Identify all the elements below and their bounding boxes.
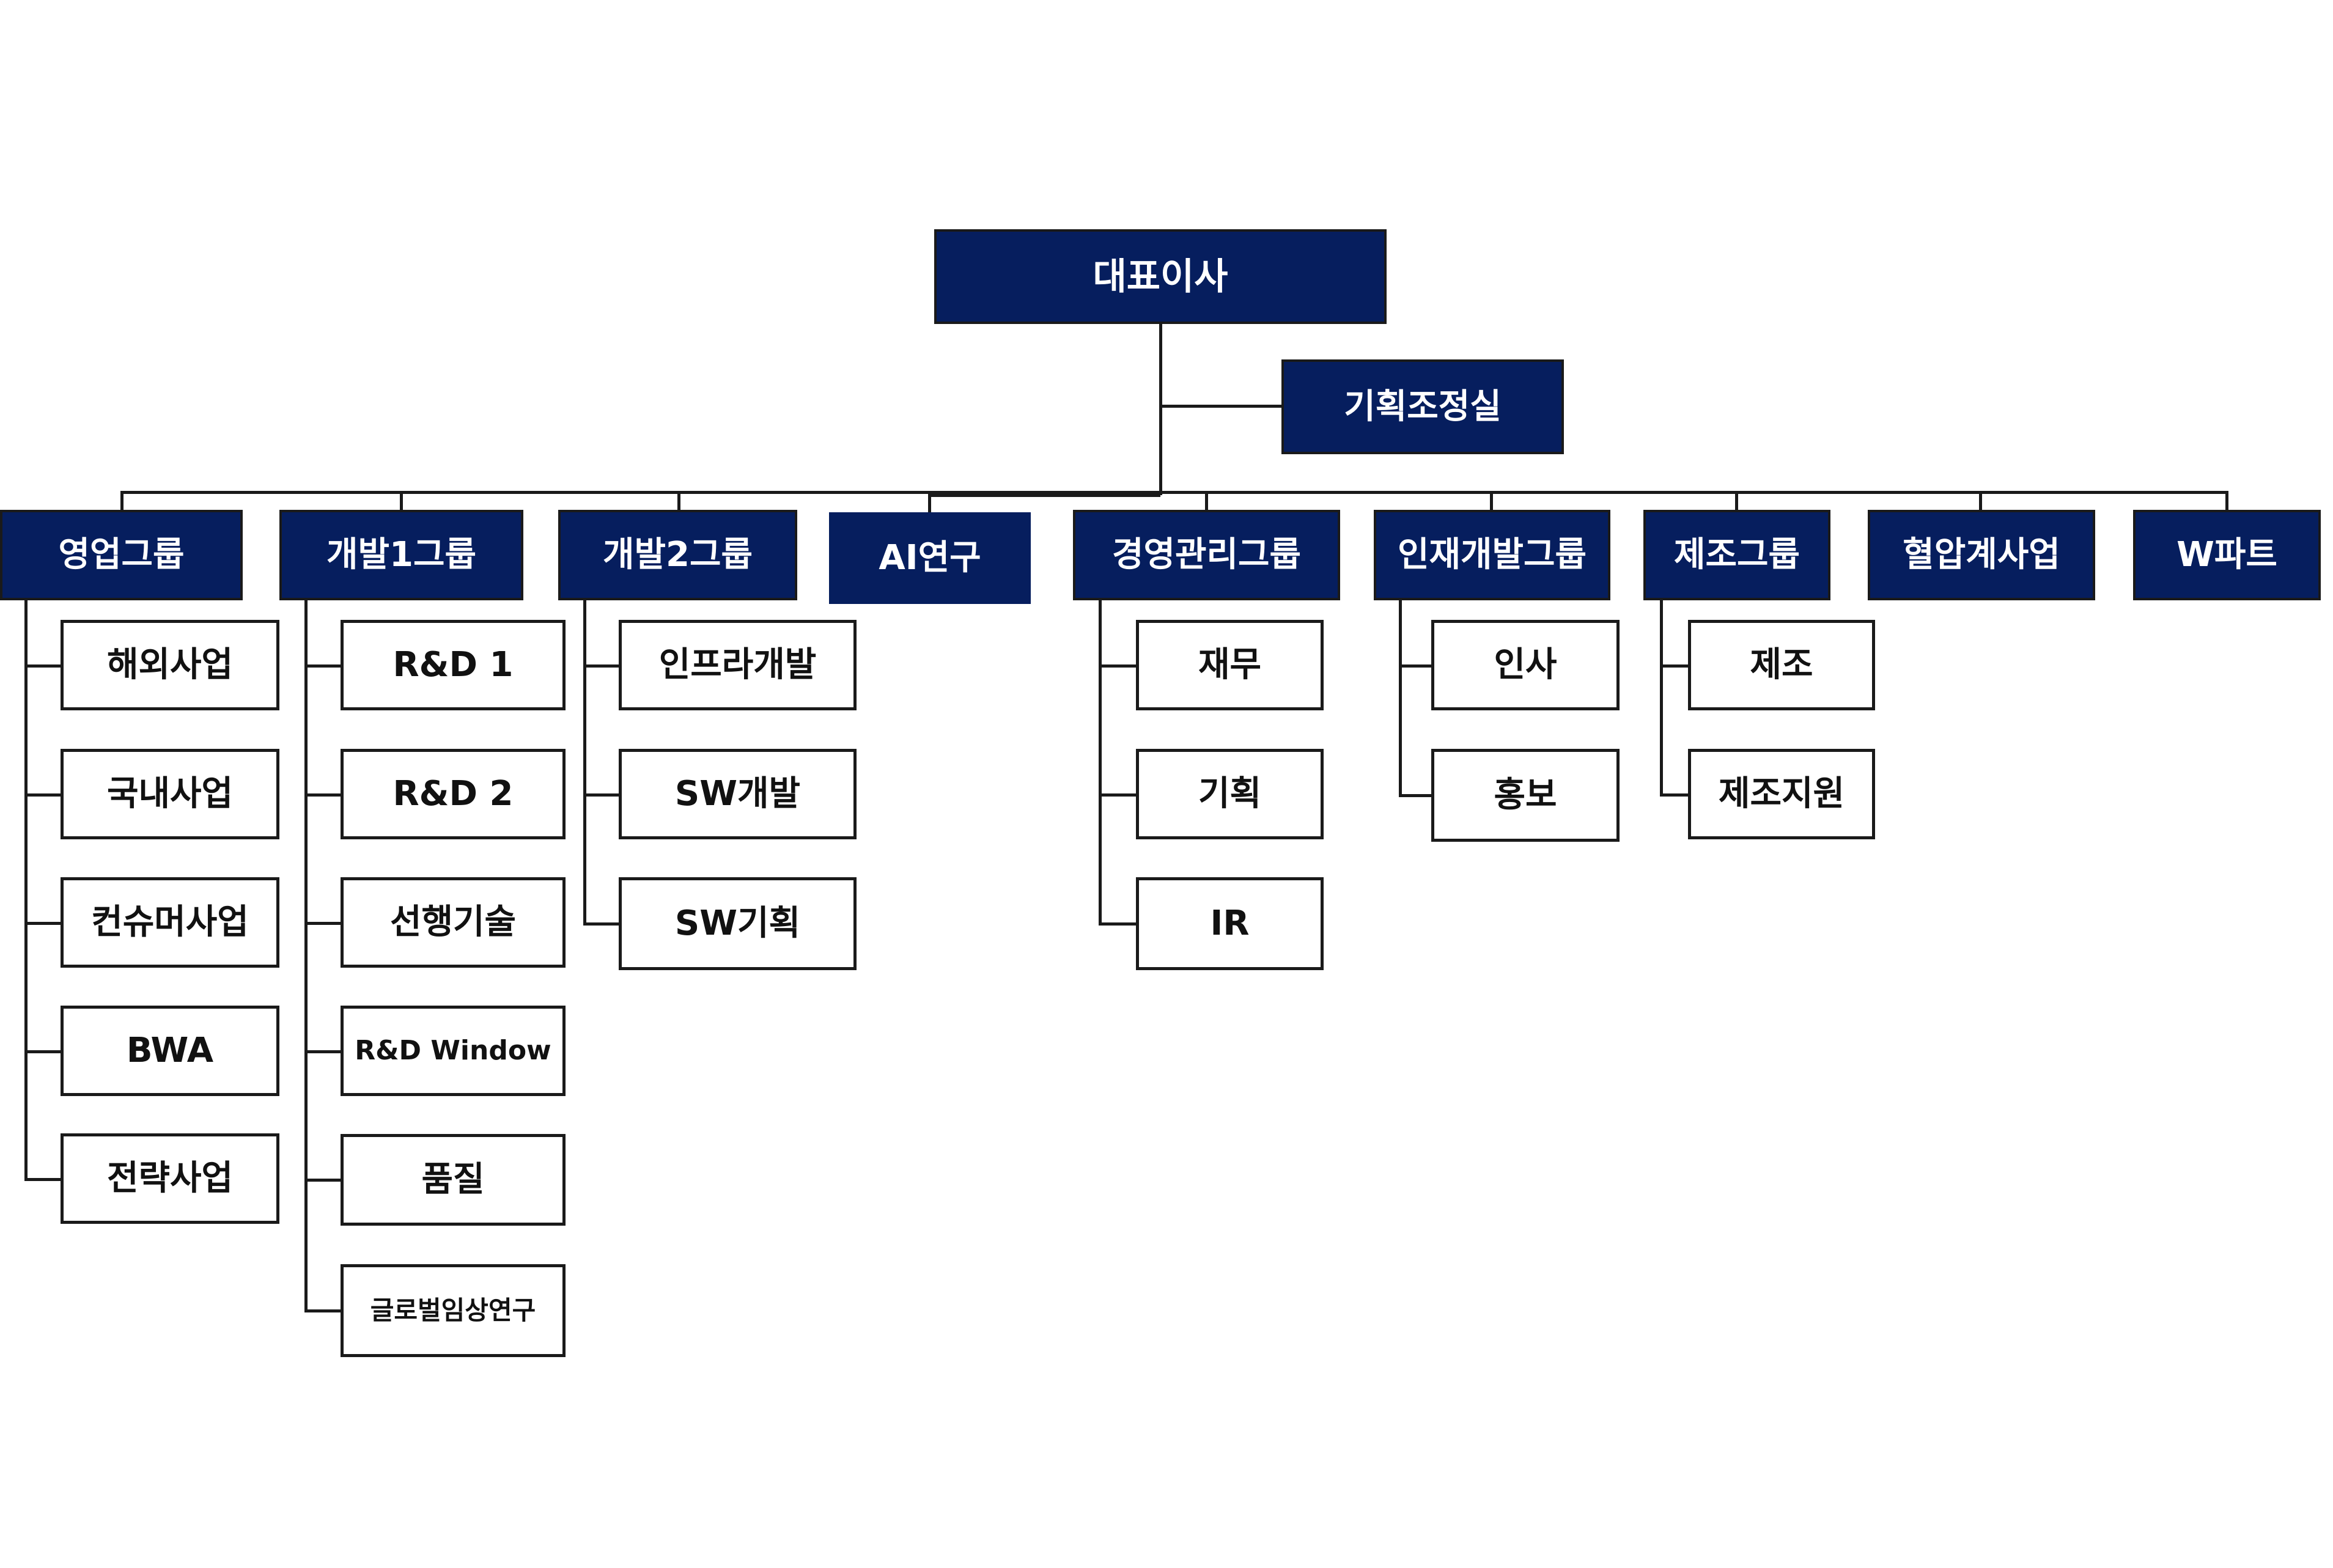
team-branch-line — [1660, 793, 1690, 797]
group-drop-line — [1979, 491, 1982, 512]
group-spine-line — [1660, 600, 1663, 797]
team-box-pr: 홍보 — [1431, 749, 1620, 842]
group-drop-line — [677, 491, 680, 512]
group-drop-line — [1735, 491, 1738, 512]
group-spine-line — [1399, 600, 1402, 797]
group-w-part-box: W파트 — [2133, 510, 2321, 600]
group-drop-line — [928, 494, 931, 515]
team-box-bwa: BWA — [61, 1006, 279, 1096]
team-branch-line — [304, 1050, 343, 1053]
group-drop-line — [120, 491, 123, 512]
team-box-rnd-window: R&D Window — [341, 1006, 566, 1096]
ceo-box: 대표이사 — [934, 229, 1387, 324]
team-branch-line — [24, 922, 62, 925]
group-bp-monitor-box: 혈압계사업 — [1868, 510, 2095, 600]
group-sales-box: 영업그룹 — [0, 510, 243, 600]
team-box-planning: 기획 — [1136, 749, 1324, 839]
team-box-manufacturing: 제조 — [1688, 620, 1875, 710]
team-box-overseas: 해외사업 — [61, 620, 279, 710]
team-branch-line — [1660, 664, 1690, 668]
team-box-global-clinical: 글로벌임상연구 — [341, 1264, 566, 1357]
team-branch-line — [24, 793, 62, 797]
team-box-advanced-tech: 선행기술 — [341, 877, 566, 968]
team-branch-line — [304, 664, 343, 668]
team-box-consumer: 컨슈머사업 — [61, 877, 279, 968]
group-spine-line — [24, 600, 28, 1181]
team-box-sw-dev: SW개발 — [619, 749, 857, 839]
team-branch-line — [1099, 664, 1138, 668]
team-branch-line — [304, 922, 343, 925]
team-branch-line — [24, 664, 62, 668]
group-ai-research-box: AI연구 — [829, 512, 1031, 604]
team-branch-line — [304, 1309, 343, 1312]
group-spine-line — [1099, 600, 1102, 926]
team-branch-line — [583, 664, 621, 668]
group-dev2-box: 개발2그룹 — [558, 510, 797, 600]
team-branch-line — [24, 1178, 62, 1181]
team-box-quality: 품질 — [341, 1134, 566, 1226]
team-box-manufacturing-support: 제조지원 — [1688, 749, 1875, 839]
staff-branch-line — [1160, 405, 1283, 408]
team-box-rnd1: R&D 1 — [341, 620, 566, 710]
team-branch-line — [24, 1050, 62, 1053]
group-bus-line — [120, 491, 2228, 494]
group-drop-line — [1490, 491, 1493, 512]
team-branch-line — [304, 1179, 343, 1182]
team-box-strategy: 전략사업 — [61, 1133, 279, 1224]
team-branch-line — [583, 793, 621, 797]
group-spine-line — [304, 600, 308, 1312]
group-drop-line — [2225, 491, 2228, 512]
group-talent-box: 인재개발그룹 — [1374, 510, 1610, 600]
group-drop-line — [400, 491, 403, 512]
group-manufacturing-box: 제조그룹 — [1643, 510, 1830, 600]
team-branch-line — [583, 922, 621, 926]
team-branch-line — [1399, 794, 1434, 797]
team-box-rnd2: R&D 2 — [341, 749, 566, 839]
group-management-box: 경영관리그룹 — [1073, 510, 1340, 600]
team-branch-line — [1399, 664, 1434, 668]
team-box-ir: IR — [1136, 877, 1324, 970]
team-box-infra-dev: 인프라개발 — [619, 620, 857, 710]
group-spine-line — [583, 600, 586, 926]
ai-drop-line — [928, 494, 1160, 497]
ceo-trunk-line — [1159, 324, 1162, 495]
planning-office-box: 기획조정실 — [1281, 359, 1564, 454]
team-box-finance: 재무 — [1136, 620, 1324, 710]
group-dev1-box: 개발1그룹 — [279, 510, 523, 600]
team-branch-line — [304, 793, 343, 797]
group-drop-line — [1205, 491, 1208, 512]
team-branch-line — [1099, 922, 1138, 926]
team-branch-line — [1099, 793, 1138, 797]
team-box-domestic: 국내사업 — [61, 749, 279, 839]
team-box-hr: 인사 — [1431, 620, 1620, 710]
team-box-sw-planning: SW기획 — [619, 877, 857, 970]
